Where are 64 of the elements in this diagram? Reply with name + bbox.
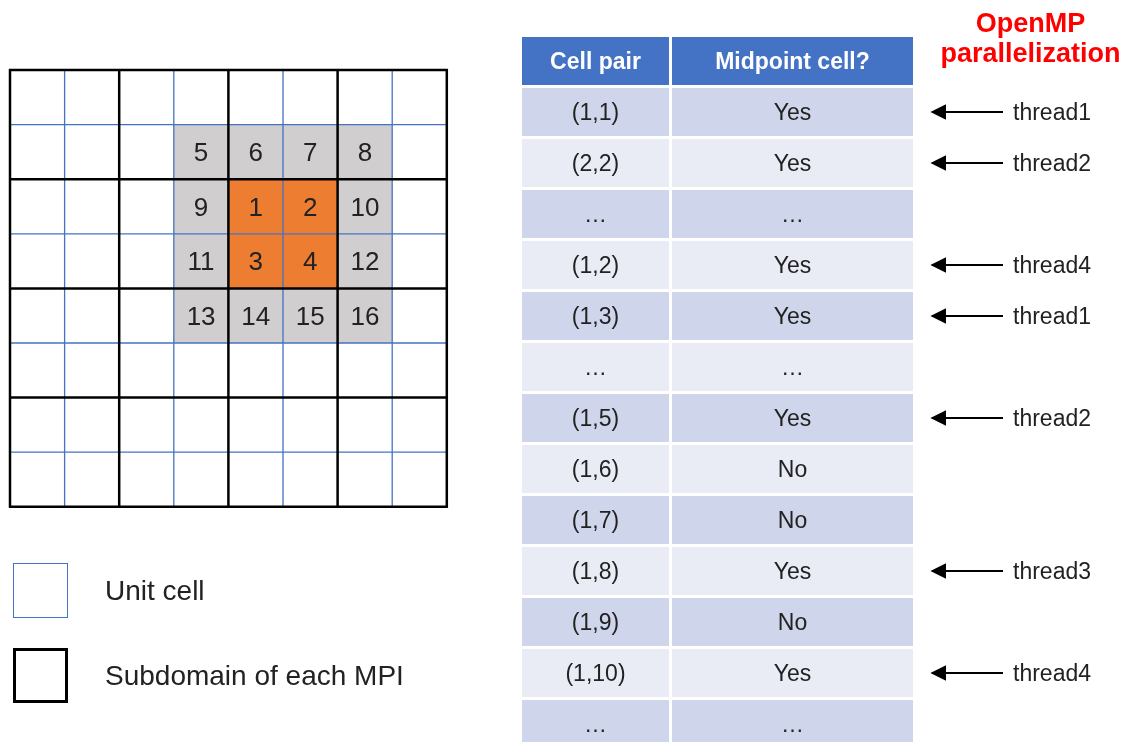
cell-number: 15	[295, 300, 325, 331]
table-cell: …	[522, 343, 669, 391]
thread-label: thread4	[1013, 659, 1091, 687]
column-header: Midpoint cell?	[672, 37, 913, 85]
table-row	[522, 292, 913, 340]
column-header: Cell pair	[522, 37, 669, 85]
thread-label: thread2	[1013, 404, 1091, 432]
thread-label: thread3	[1013, 557, 1091, 585]
cell-number: 6	[248, 136, 263, 167]
table-cell: No	[672, 496, 913, 544]
table-cell-text: (1,3)	[570, 301, 621, 331]
cell-number: 13	[186, 300, 216, 331]
thread-label: thread4	[1013, 251, 1091, 279]
table-cell: …	[672, 343, 913, 391]
table-cell-text: (2,2)	[570, 148, 621, 178]
table-cell: …	[672, 700, 913, 742]
table-cell-text: (1,8)	[570, 556, 621, 586]
cell-number: 1	[248, 191, 263, 222]
cell-number: 11	[187, 246, 215, 277]
table-cell: (1,7)	[522, 496, 669, 544]
table-cell: …	[672, 190, 913, 238]
table-row	[522, 394, 913, 442]
table-cell: (1,9)	[522, 598, 669, 646]
thread-label: thread1	[1013, 98, 1091, 126]
arrow	[930, 665, 1004, 681]
arrow	[930, 155, 1004, 171]
cell-number: 9	[193, 191, 209, 222]
cell-number: 16	[350, 300, 380, 331]
cell-number: 14	[241, 300, 271, 331]
table-cell: …	[522, 700, 669, 742]
table-cell: (1,6)	[522, 445, 669, 493]
cell-number: 4	[303, 246, 318, 277]
table-cell-text: (1,5)	[570, 403, 621, 433]
table-cell: Yes	[669, 241, 913, 289]
cell-number: 7	[303, 136, 318, 167]
table-cell: No	[672, 445, 913, 493]
legend-text: Subdomain of each MPI	[105, 660, 404, 692]
arrow	[930, 104, 1004, 120]
thread-label: thread2	[1013, 149, 1091, 177]
table-cell: Yes	[669, 547, 913, 595]
cell-number: 3	[248, 246, 263, 277]
table-row	[522, 88, 913, 136]
column-heading: OpenMP parallelization	[939, 8, 1122, 68]
table-cell-text: (1,2)	[570, 250, 621, 280]
cell-number: 8	[357, 136, 373, 167]
table-cell: …	[522, 190, 669, 238]
cell-number: 5	[193, 136, 209, 167]
arrow	[930, 563, 1004, 579]
table-cell: Yes	[669, 394, 913, 442]
cell-number: 2	[303, 191, 318, 222]
table-cell: Yes	[669, 139, 913, 187]
cell-number: 12	[350, 246, 380, 277]
table-cell-text: (1,1)	[570, 97, 621, 127]
legend-text: Unit cell	[105, 575, 205, 607]
table-cell: Yes	[669, 292, 913, 340]
table-cell: Yes	[669, 649, 913, 697]
arrow	[930, 410, 1004, 426]
table-cell: Yes	[669, 88, 913, 136]
thread-label: thread1	[1013, 302, 1091, 330]
table-cell: No	[672, 598, 913, 646]
arrow	[930, 257, 1004, 273]
cell-number: 10	[350, 191, 380, 222]
table-cell-text: (1,10)	[564, 658, 627, 688]
arrow	[930, 308, 1004, 324]
